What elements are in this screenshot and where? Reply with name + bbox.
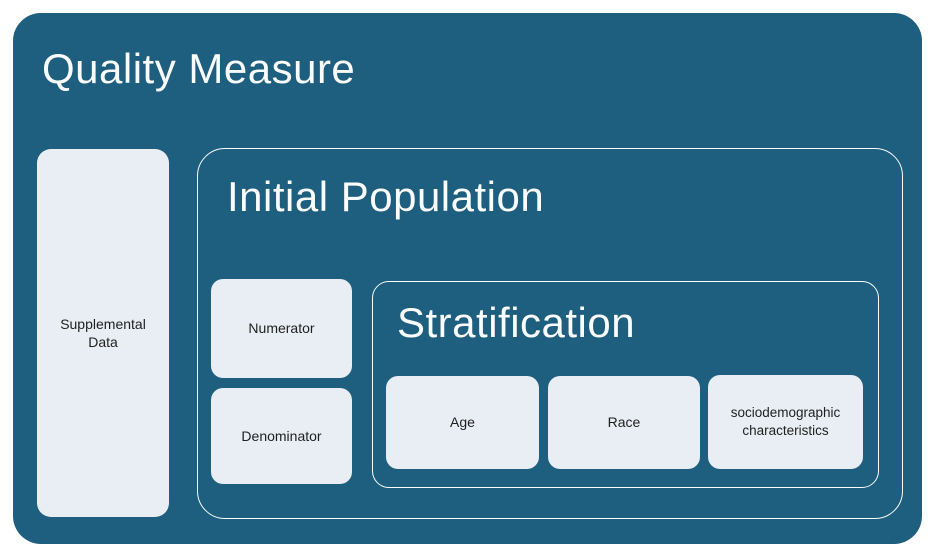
race-label: Race: [607, 414, 641, 431]
supplemental-data-box: Supplemental Data: [37, 149, 169, 517]
stratification-item-sociodemographic: sociodemographic characteristics: [708, 375, 863, 469]
stratification-box: [372, 281, 879, 488]
supplemental-data-label: Supplemental Data: [60, 315, 146, 350]
stratification-item-race: Race: [548, 376, 700, 469]
numerator-label: Numerator: [248, 320, 315, 337]
quality-measure-title: Quality Measure: [42, 45, 356, 92]
initial-population-box: [197, 148, 903, 519]
stratification-title: Stratification: [397, 299, 636, 346]
initial-population-title: Initial Population: [227, 173, 545, 220]
denominator-box: Denominator: [211, 388, 352, 484]
age-label: Age: [450, 414, 475, 431]
stratification-item-age: Age: [386, 376, 539, 469]
denominator-label: Denominator: [241, 427, 322, 444]
sociodemographic-label: sociodemographic characteristics: [730, 405, 841, 438]
numerator-box: Numerator: [211, 279, 352, 378]
